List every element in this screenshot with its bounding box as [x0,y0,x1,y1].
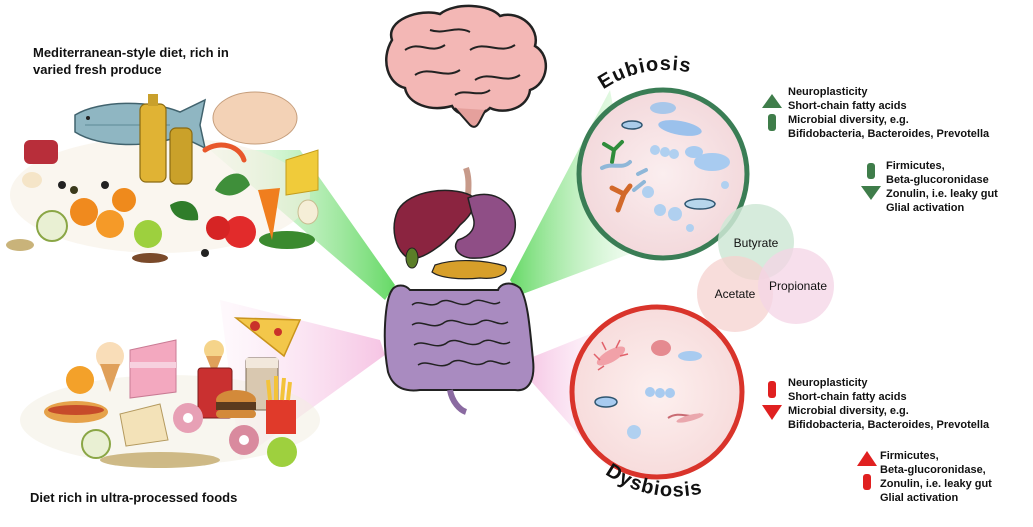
liver-icon [393,189,476,260]
ultraprocessed-caption: Diet rich in ultra-processed foods [30,490,238,505]
eubiosis-title: Eubiosis [594,53,692,94]
list-item: Microbial diversity, e.g. [788,114,909,126]
dysbiosis-down-arrow-icon [762,405,782,420]
mediterranean-food-illustration [6,91,319,263]
dysbiosis-down-bar-icon [768,381,776,398]
list-item: Beta-glucoronidase, [880,464,986,476]
dysbiosis-up-list: Firmicutes, Beta-glucoronidase, Zonulin,… [880,449,992,505]
dysbiosis-microbes [593,339,704,439]
acetate-label: Acetate [715,287,756,301]
list-item: Zonulin, i.e. leaky gut [880,478,992,490]
eubiosis-down-arrow-icon [861,186,881,200]
list-item: Short-chain fatty acids [788,391,907,403]
svg-text:Eubiosis: Eubiosis [594,53,693,94]
list-item: Short-chain fatty acids [788,100,907,112]
list-item: Glial activation [880,492,959,504]
eubiosis-up-arrow-icon [762,94,782,108]
acetate-circle [697,256,773,332]
eubiosis-circle [576,87,750,261]
eubiosis-down-bar-icon [768,114,776,131]
mediterranean-caption: Mediterranean-style diet, rich in varied… [33,45,229,77]
list-item: Bifidobacteria, Bacteroides, Prevotella [788,419,990,431]
dysbiosis-up-bar-icon [863,474,871,490]
list-item: Bifidobacteria, Bacteroides, Prevotella [788,128,990,140]
propionate-circle [758,248,834,324]
brain-icon [385,4,548,128]
butyrate-label: Butyrate [734,236,779,250]
list-item: Firmicutes, [886,160,945,172]
eubiosis-up-bar-icon [867,163,875,179]
list-item: Microbial diversity, e.g. [788,405,909,417]
dysbiosis-up-arrow-icon [857,451,877,466]
list-item: Neuroplasticity [788,86,868,98]
stomach-icon [454,193,516,259]
dysbiosis-down-list: Neuroplasticity Short-chain fatty acids … [788,376,989,432]
list-item: Zonulin, i.e. leaky gut [886,188,998,200]
ultraprocessed-food-illustration [20,317,320,468]
list-item: Beta-glucoronidase [886,174,989,186]
list-item: Glial activation [886,202,965,214]
eubiosis-up-list: Neuroplasticity Short-chain fatty acids … [788,85,989,141]
intestine-icon [383,282,535,415]
list-item: Firmicutes, [880,450,939,462]
pancreas-icon [431,259,507,280]
propionate-label: Propionate [769,279,827,293]
gallbladder-icon [405,247,419,269]
eubiosis-down-list: Firmicutes, Beta-glucoronidase Zonulin, … [886,159,998,215]
eubiosis-microbes [600,102,730,232]
list-item: Neuroplasticity [788,377,868,389]
